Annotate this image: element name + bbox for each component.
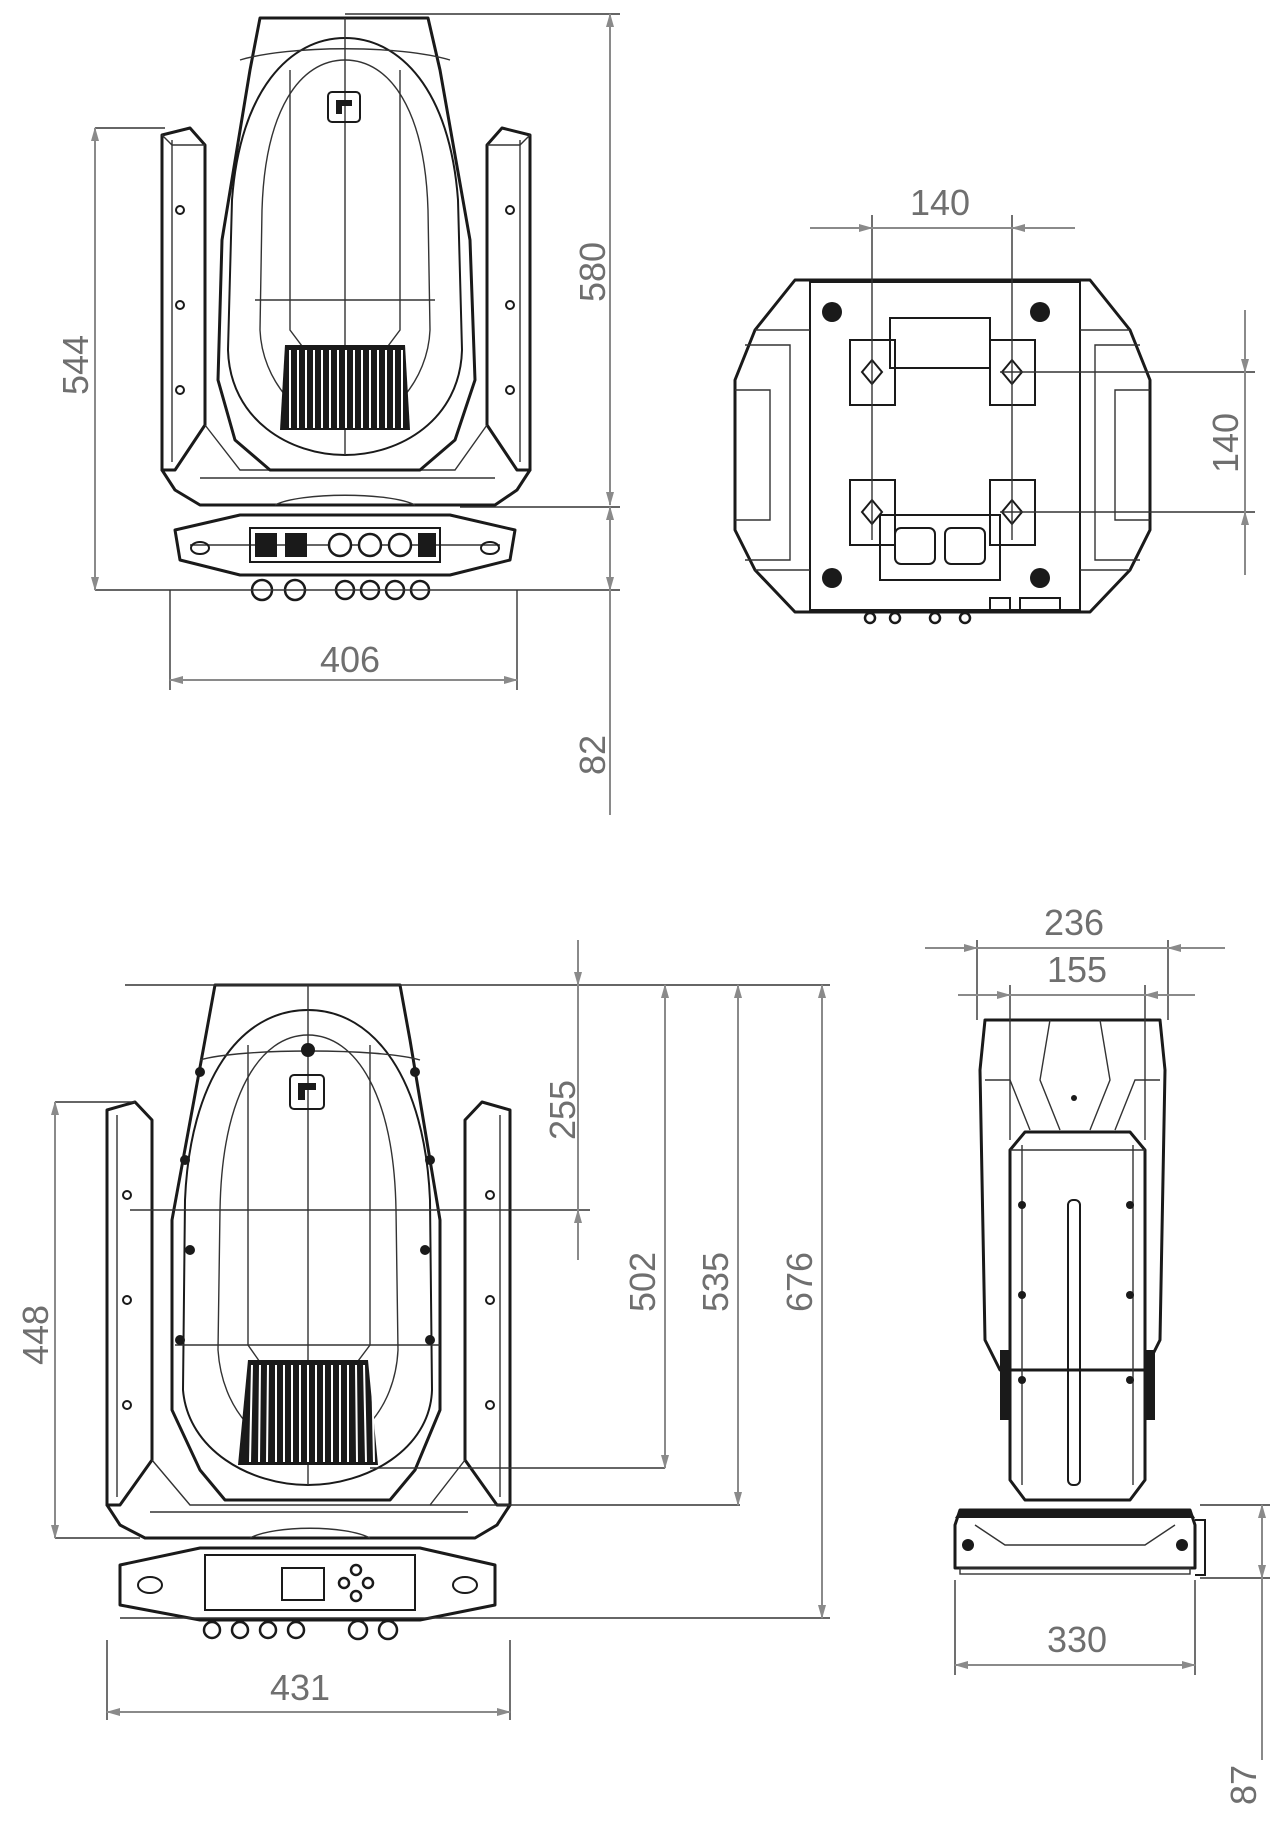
dim-155: 155 — [1047, 949, 1107, 990]
logo-mark-2 — [298, 1083, 316, 1100]
view-side: 236 155 330 87 — [925, 902, 1270, 1805]
dim-330: 330 — [1047, 1619, 1107, 1660]
dim-140-vertical: 140 — [1205, 413, 1246, 473]
logo-mark — [336, 100, 352, 114]
lcd-display — [281, 1567, 325, 1601]
base — [173, 494, 517, 602]
side-arm — [1000, 1130, 1155, 1502]
dim-580: 580 — [572, 242, 613, 302]
view-front-top: 580 544 406 82 — [55, 13, 620, 815]
logo-badge-2 — [289, 1074, 325, 1110]
logo-badge — [327, 91, 361, 123]
view-front-bottom: 255 502 535 676 448 431 — [15, 940, 830, 1720]
view-bottom-plate: 140 140 — [733, 182, 1255, 625]
base-2 — [118, 1527, 497, 1641]
dim-502: 502 — [622, 1252, 663, 1312]
right-arm — [485, 126, 532, 472]
dim-676: 676 — [779, 1252, 820, 1312]
dim-431: 431 — [270, 1667, 330, 1708]
dim-448: 448 — [15, 1305, 56, 1365]
heat-sink-2 — [238, 1360, 378, 1465]
left-arm-2 — [105, 1100, 154, 1507]
dim-140-horizontal: 140 — [910, 182, 970, 223]
dim-406: 406 — [320, 639, 380, 680]
dim-544: 544 — [55, 335, 96, 395]
heat-sink — [280, 345, 410, 430]
dim-87: 87 — [1223, 1765, 1264, 1805]
yoke-bottom — [160, 468, 532, 507]
moving-head-2 — [170, 983, 442, 1502]
dim-82: 82 — [572, 735, 613, 775]
side-base — [953, 1508, 1206, 1576]
dim-236: 236 — [1044, 902, 1104, 943]
right-arm-2 — [463, 1100, 512, 1507]
moving-head — [216, 16, 477, 472]
dim-535: 535 — [695, 1252, 736, 1312]
left-arm — [160, 126, 207, 472]
dim-255: 255 — [542, 1080, 583, 1140]
